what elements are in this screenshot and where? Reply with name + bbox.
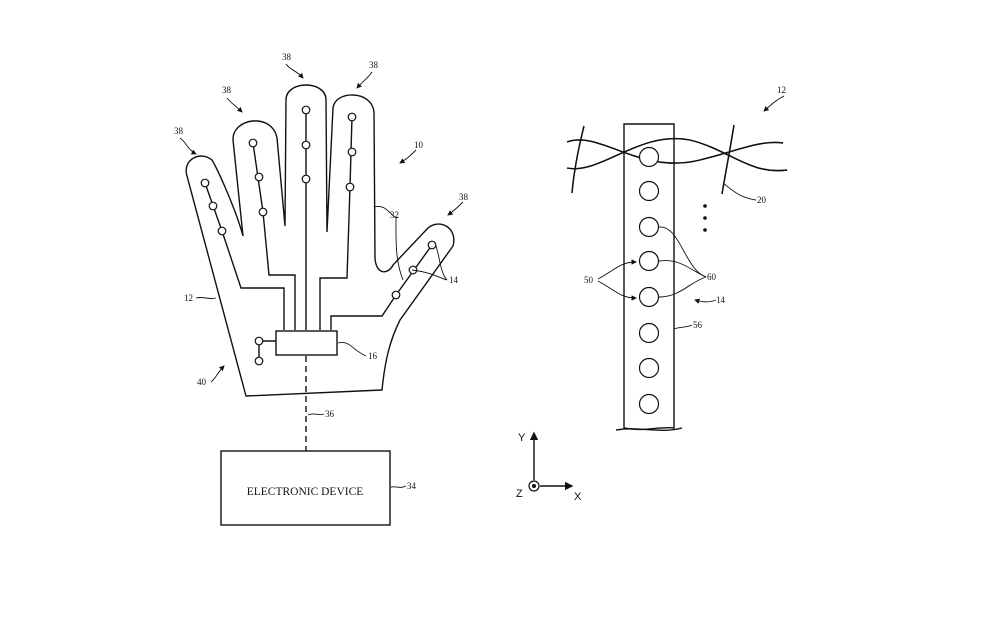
ellipsis-dots: [703, 204, 707, 232]
electronic-device-box: [220, 450, 391, 526]
axis-x-label: X: [574, 491, 582, 503]
reference-numeral: 32: [390, 210, 399, 220]
reference-numeral: 20: [757, 195, 767, 205]
reference-numeral: 10: [414, 140, 424, 150]
woven-strands: [566, 124, 788, 195]
glove-diagram: ELECTRONIC DEVICE 38 38 38 38 38 10: [174, 52, 469, 526]
reference-numerals-right: 12 20 60 50 14 56: [584, 85, 786, 330]
reference-numeral: 38: [459, 192, 469, 202]
axis-z-label: Z: [516, 488, 523, 500]
reference-numeral: 60: [707, 272, 717, 282]
axis-y-label: Y: [518, 432, 526, 444]
reference-numeral: 38: [222, 85, 232, 95]
reference-numeral: 38: [174, 126, 184, 136]
reference-numeral: 12: [184, 293, 193, 303]
reference-numeral: 38: [282, 52, 292, 62]
reference-numeral: 56: [693, 320, 703, 330]
glove-outline: [185, 84, 455, 397]
reference-numeral: 38: [369, 60, 379, 70]
coordinate-axes: Y X Z: [516, 431, 582, 503]
reference-numeral: 40: [197, 377, 207, 387]
leader-lines: [179, 63, 464, 488]
reference-numeral: 16: [368, 351, 378, 361]
sensor-dots: [200, 105, 437, 366]
reference-numeral: 34: [407, 481, 417, 491]
reference-numeral: 50: [584, 275, 594, 285]
leader-lines-right: [597, 95, 785, 330]
reference-numeral: 14: [716, 295, 726, 305]
electronic-device-label: ELECTRONIC DEVICE: [247, 486, 364, 498]
control-circuit-box: [275, 330, 338, 356]
reference-numeral: 12: [777, 85, 786, 95]
fabric-detail-diagram: 12 20 60 50 14 56 Y X Z: [516, 85, 788, 503]
reference-numeral: 14: [449, 275, 459, 285]
reference-numerals: 38 38 38 38 38 10 32 14 16 12 40 36 34: [174, 52, 469, 491]
electrodes: [638, 146, 660, 415]
sensor-strip: [623, 123, 675, 431]
reference-numeral: 36: [325, 409, 335, 419]
